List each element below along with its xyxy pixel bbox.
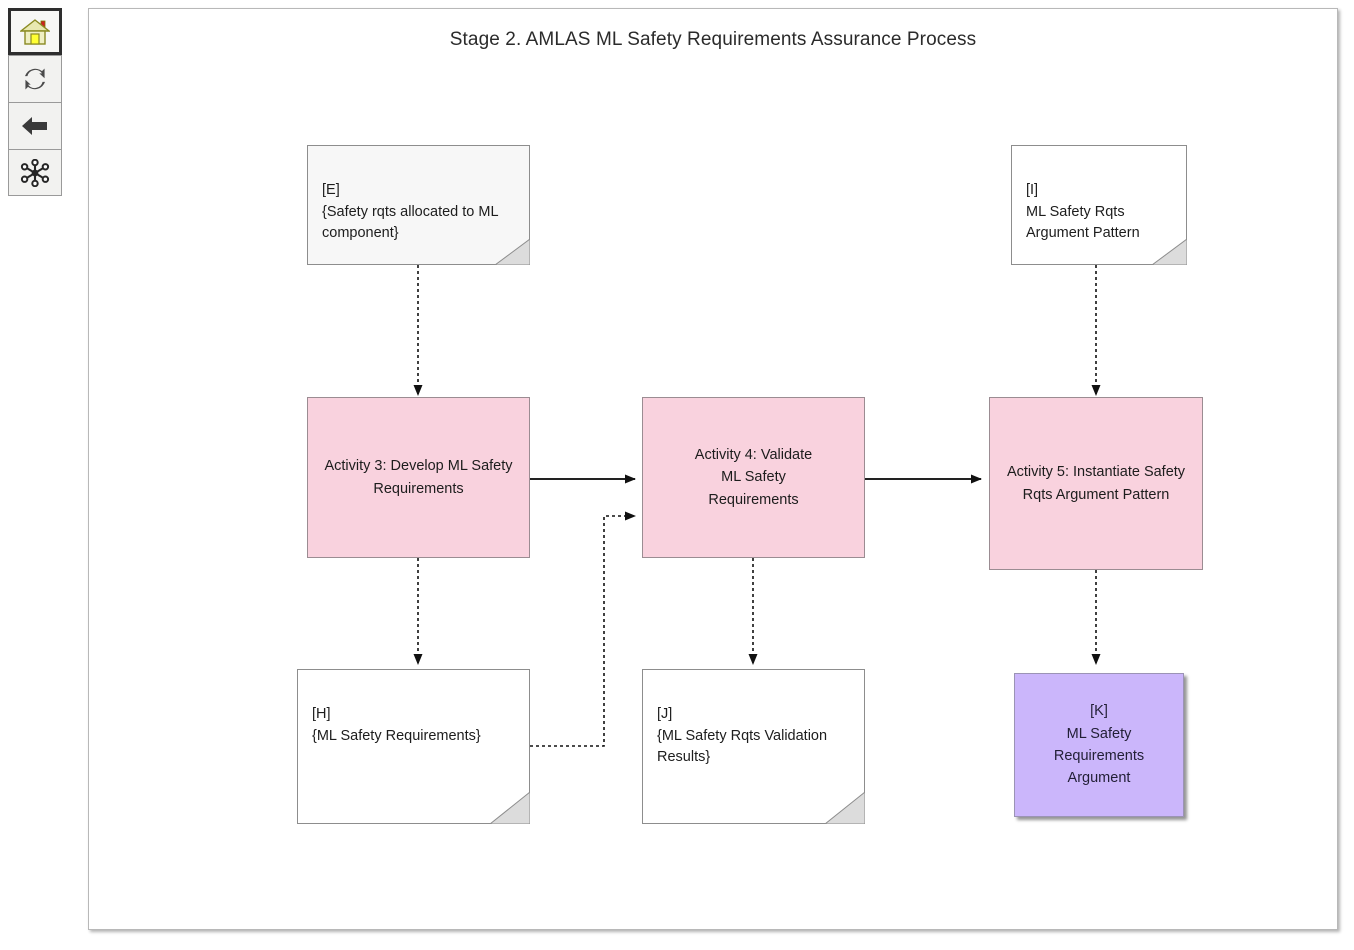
artifact-node-J[interactable]: [J] {ML Safety Rqts Validation Results} bbox=[642, 669, 865, 824]
folded-corner-icon bbox=[489, 791, 530, 824]
folded-corner-icon bbox=[1151, 238, 1187, 265]
home-icon bbox=[20, 18, 50, 46]
activity-node-3-label: Activity 3: Develop ML Safety Requiremen… bbox=[324, 458, 513, 497]
argument-node-K[interactable]: [K] ML Safety Requirements Argument bbox=[1014, 673, 1184, 817]
folded-corner-icon bbox=[824, 791, 865, 824]
artifact-node-J-label: [J] {ML Safety Rqts Validation Results} bbox=[657, 705, 828, 766]
back-button[interactable] bbox=[8, 102, 62, 149]
activity-node-3[interactable]: Activity 3: Develop ML Safety Requiremen… bbox=[307, 397, 530, 558]
artifact-node-H-label: [H] {ML Safety Requirements} bbox=[312, 705, 481, 744]
argument-node-K-label: [K] ML Safety Requirements Argument bbox=[1053, 703, 1145, 787]
activity-node-4-label: Activity 4: Validate ML Safety Requireme… bbox=[694, 446, 813, 508]
back-arrow-icon bbox=[20, 113, 50, 139]
activity-node-5-label: Activity 5: Instantiate Safety Rqts Argu… bbox=[1006, 464, 1186, 503]
folded-corner-icon bbox=[494, 238, 530, 265]
refresh-icon bbox=[20, 65, 50, 93]
home-button[interactable] bbox=[8, 8, 62, 55]
artifact-node-E-label: [E] {Safety rqts allocated to ML compone… bbox=[322, 181, 499, 242]
activity-node-5[interactable]: Activity 5: Instantiate Safety Rqts Argu… bbox=[989, 397, 1203, 570]
artifact-node-I[interactable]: [I] ML Safety Rqts Argument Pattern bbox=[1011, 145, 1187, 265]
refresh-button[interactable] bbox=[8, 55, 62, 102]
artifact-node-I-label: [I] ML Safety Rqts Argument Pattern bbox=[1026, 181, 1140, 242]
network-hub-icon bbox=[20, 158, 50, 187]
diagram-canvas[interactable]: Stage 2. AMLAS ML Safety Requirements As… bbox=[88, 8, 1338, 930]
edge-H-to-activity4 bbox=[530, 511, 636, 747]
activity-node-4[interactable]: Activity 4: Validate ML Safety Requireme… bbox=[642, 397, 865, 558]
left-toolbar bbox=[8, 8, 64, 196]
artifact-node-H[interactable]: [H] {ML Safety Requirements} bbox=[297, 669, 530, 824]
artifact-node-E[interactable]: [E] {Safety rqts allocated to ML compone… bbox=[307, 145, 530, 265]
overview-button[interactable] bbox=[8, 149, 62, 196]
page-title: Stage 2. AMLAS ML Safety Requirements As… bbox=[449, 29, 977, 50]
